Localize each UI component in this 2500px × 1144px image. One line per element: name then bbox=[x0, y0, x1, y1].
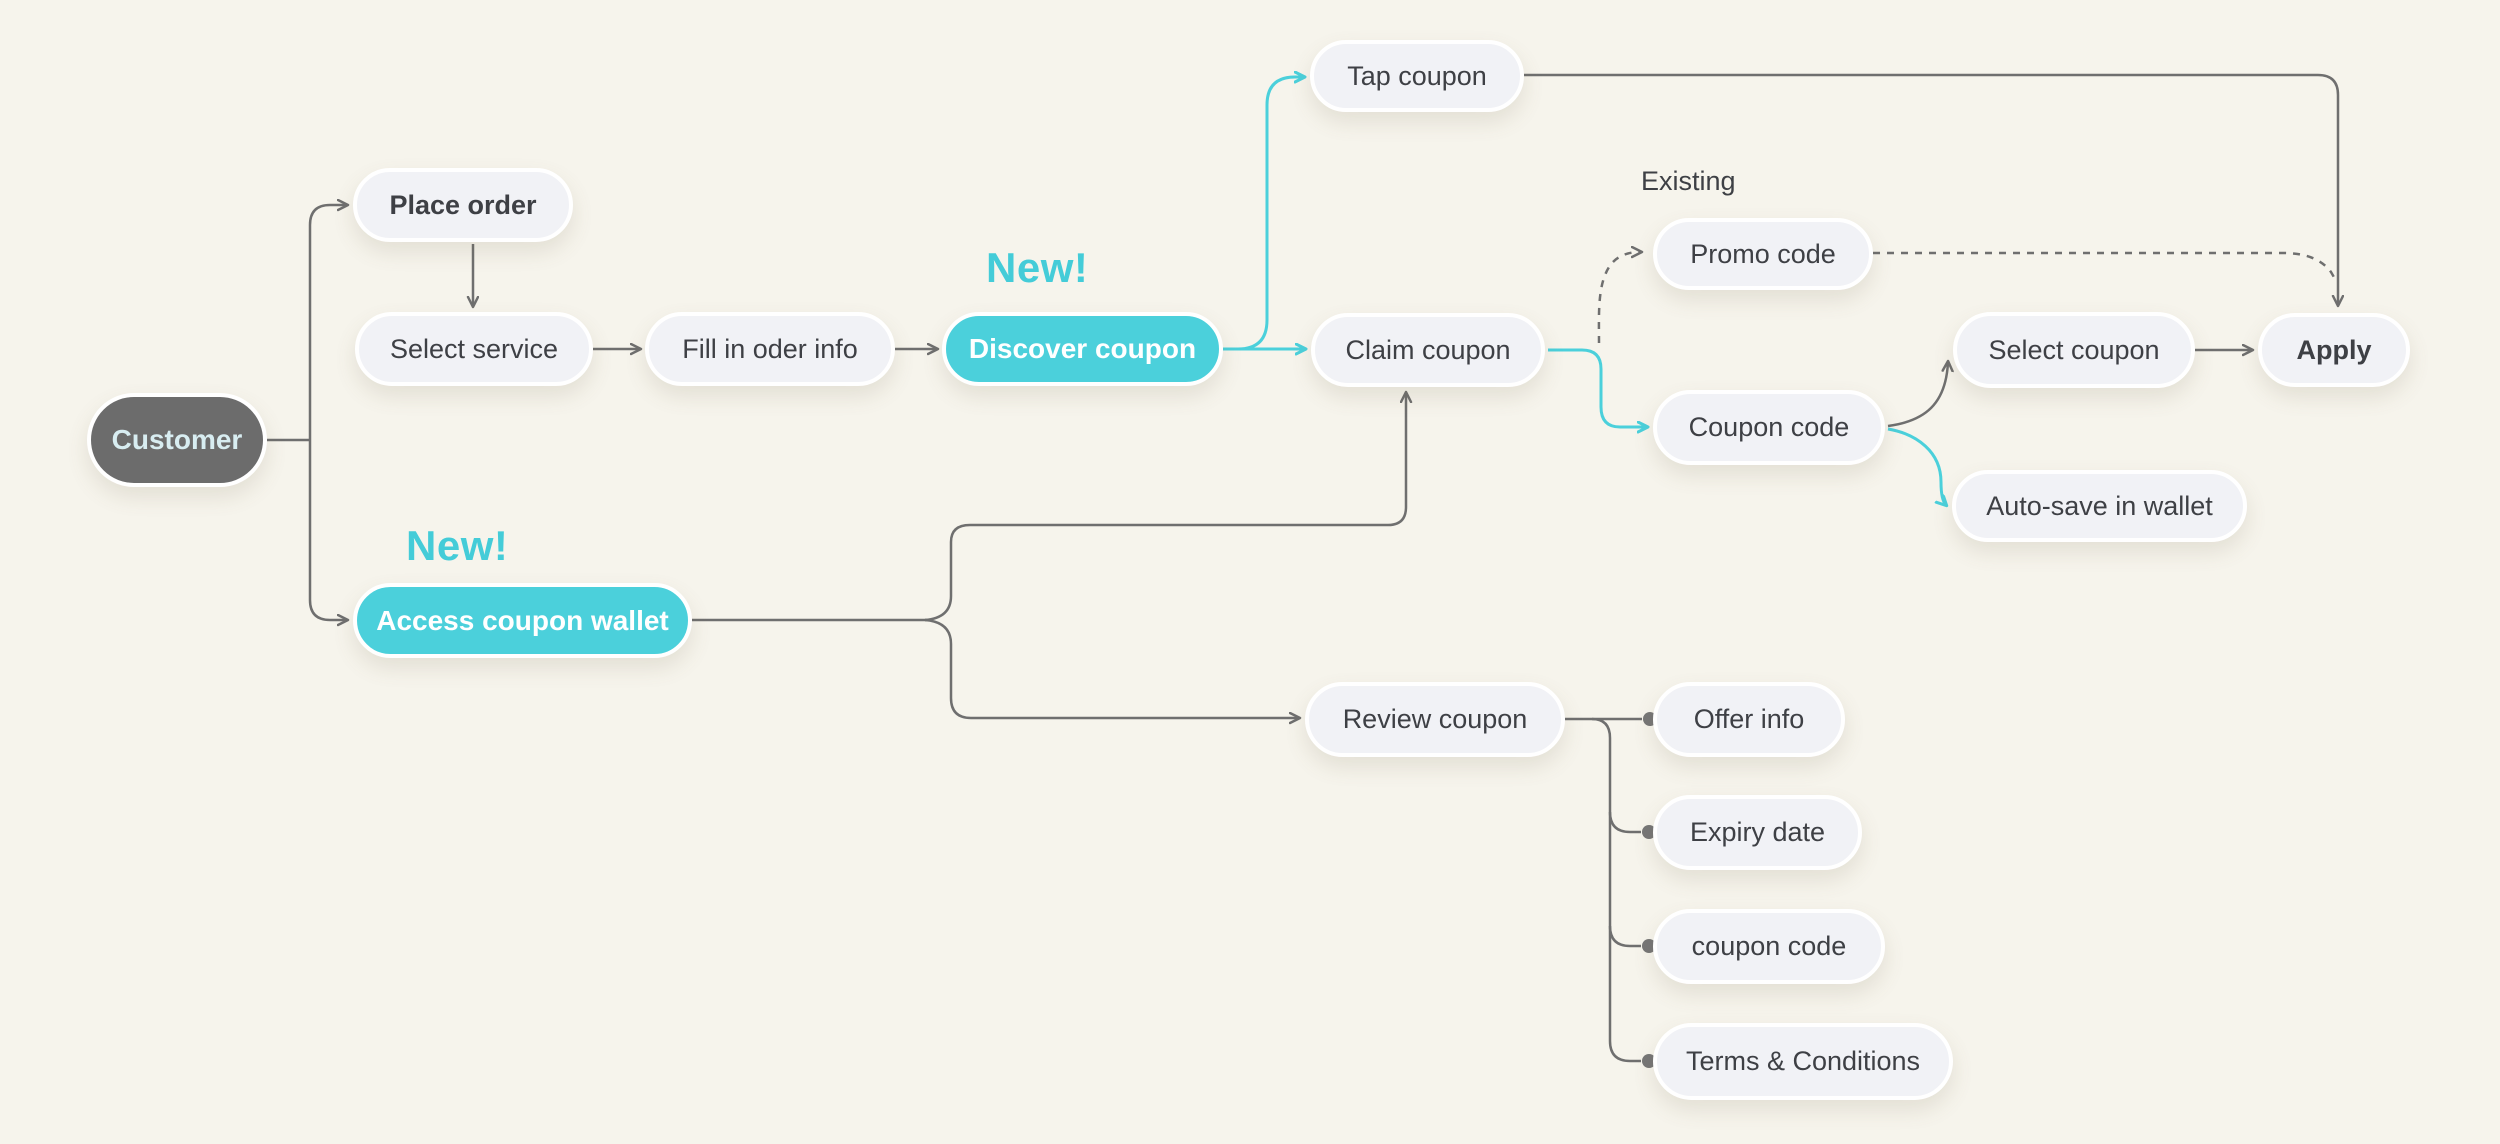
edge-customer-to-place-order bbox=[308, 205, 347, 440]
node-access-coupon-wallet[interactable]: Access coupon wallet bbox=[353, 583, 692, 658]
edge-review-to-expiry bbox=[1608, 811, 1641, 834]
node-promo-code[interactable]: Promo code bbox=[1653, 218, 1873, 290]
edge-claim-to-promo-dashed bbox=[1597, 252, 1641, 344]
node-fill-in-order-info[interactable]: Fill in oder info bbox=[645, 312, 895, 386]
edge-customer-to-wallet bbox=[308, 440, 347, 620]
dot-coupon-code bbox=[1642, 939, 1656, 953]
dot-terms bbox=[1642, 1054, 1656, 1068]
node-tap-coupon[interactable]: Tap coupon bbox=[1310, 40, 1524, 112]
new-badge-wallet: New! bbox=[406, 522, 509, 569]
node-customer[interactable]: Customer bbox=[87, 393, 267, 487]
dot-expiry-date bbox=[1642, 825, 1656, 839]
node-terms-and-conditions[interactable]: Terms & Conditions bbox=[1653, 1023, 1953, 1100]
new-badge-discover: New! bbox=[986, 244, 1089, 291]
node-discover-coupon[interactable]: Discover coupon bbox=[942, 312, 1223, 386]
edge-wallet-to-review bbox=[924, 618, 1299, 718]
edge-wallet-to-claim bbox=[924, 393, 1406, 622]
node-apply[interactable]: Apply bbox=[2258, 313, 2410, 387]
edge-tap-to-apply bbox=[1524, 73, 2338, 305]
edge-review-to-coupon-code bbox=[1608, 925, 1641, 948]
edge-promo-to-apply-dashed bbox=[1873, 251, 2337, 280]
node-auto-save-in-wallet[interactable]: Auto-save in wallet bbox=[1952, 470, 2247, 542]
node-claim-coupon[interactable]: Claim coupon bbox=[1311, 313, 1545, 387]
node-review-coupon-code[interactable]: coupon code bbox=[1653, 909, 1885, 984]
edge-coupon-code-to-select-coupon bbox=[1887, 362, 1948, 428]
edge-claim-to-coupon-code bbox=[1548, 348, 1647, 427]
node-coupon-code[interactable]: Coupon code bbox=[1653, 390, 1885, 465]
node-review-coupon[interactable]: Review coupon bbox=[1305, 682, 1565, 757]
node-expiry-date[interactable]: Expiry date bbox=[1653, 795, 1862, 870]
edge-discover-to-tap bbox=[1237, 77, 1304, 351]
node-offer-info[interactable]: Offer info bbox=[1653, 682, 1845, 757]
node-select-service[interactable]: Select service bbox=[355, 312, 593, 386]
node-select-coupon[interactable]: Select coupon bbox=[1953, 312, 2195, 388]
node-place-order[interactable]: Place order bbox=[353, 168, 573, 242]
edge-coupon-code-to-autosave bbox=[1887, 427, 1946, 505]
connector-dots bbox=[1642, 712, 1657, 1068]
existing-label: Existing bbox=[1641, 166, 1736, 196]
edge-review-trunk bbox=[1591, 717, 1641, 1063]
